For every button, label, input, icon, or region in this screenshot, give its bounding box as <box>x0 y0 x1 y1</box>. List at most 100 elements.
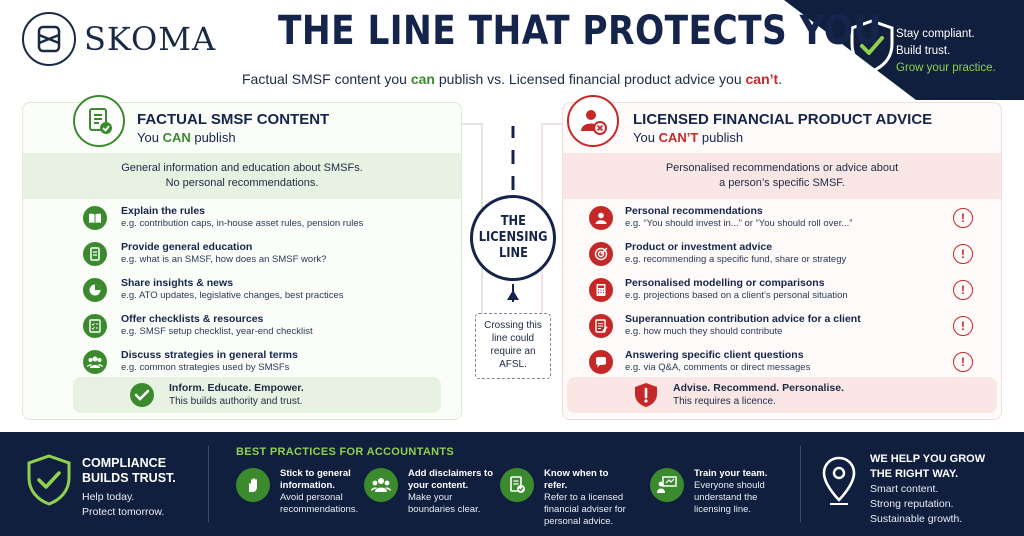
panel-subtitle-text: publish <box>190 130 236 145</box>
item-title: Explain the rules <box>121 205 206 217</box>
list-item: Share insights & news e.g. ATO updates, … <box>23 275 461 311</box>
desc-line: Protect tomorrow. <box>82 506 165 518</box>
alert-icon: ! <box>953 208 973 228</box>
list-item: Answering specific client questions e.g.… <box>563 347 1001 383</box>
intro-line: a person’s specific SMSF. <box>719 177 845 189</box>
intro-line: General information and education about … <box>121 162 363 174</box>
title-line: BUILDS TRUST. <box>82 471 176 485</box>
check-circle-icon <box>130 383 154 407</box>
desc-line: Sustainable growth. <box>870 513 963 525</box>
footer-title: Advise. Recommend. Personalise. <box>673 382 844 394</box>
chat-icon <box>589 350 613 374</box>
practice-text: Train your team.Everyone should understa… <box>694 468 780 516</box>
item-desc: e.g. ATO updates, legislative changes, b… <box>121 290 344 301</box>
item-desc: e.g. “You should invest in...” or “You s… <box>625 218 853 229</box>
checklist-icon <box>83 314 107 338</box>
list-item: Discuss strategies in general terms e.g.… <box>23 347 461 383</box>
panel-title: FACTUAL SMSF CONTENT <box>137 111 330 128</box>
item-desc: e.g. common strategies used by SMSFs <box>121 362 290 373</box>
tagline-line: Stay compliant. <box>896 28 975 40</box>
item-title: Share insights & news <box>121 277 234 289</box>
panel-subtitle: You CAN’T publish <box>633 130 743 145</box>
form-icon <box>589 314 613 338</box>
warning-shield-icon <box>635 383 657 407</box>
panel-subtitle-key: CAN’T <box>658 130 699 145</box>
subtitle-text: . <box>778 71 783 87</box>
footer-desc: This builds authority and trust. <box>169 396 303 407</box>
badge-text: LICENSING <box>478 230 548 245</box>
target-icon <box>589 242 613 266</box>
badge-text: THE <box>500 214 526 229</box>
brand-logo[interactable]: SKOMA <box>22 12 216 66</box>
item-desc: e.g. recommending a specific fund, share… <box>625 254 847 265</box>
practice-rest: Avoid personal recommendations. <box>280 492 359 515</box>
item-desc: e.g. what is an SMSF, how does an SMSF w… <box>121 254 327 265</box>
note-line: line could <box>491 333 535 344</box>
document-icon <box>83 242 107 266</box>
item-desc: e.g. how much they should contribute <box>625 326 783 337</box>
note-line: require an <box>490 346 536 357</box>
factual-content-panel: FACTUAL SMSF CONTENT You CAN publish Gen… <box>22 95 462 420</box>
title-line: WE HELP YOU GROW <box>870 453 986 465</box>
location-pin-icon <box>822 456 856 505</box>
alert-icon: ! <box>953 280 973 300</box>
page-subtitle: Factual SMSF content you can publish vs.… <box>242 71 782 87</box>
list-item: Product or investment advice e.g. recomm… <box>563 239 1001 275</box>
calculator-icon <box>589 278 613 302</box>
panel-subtitle: You CAN publish <box>137 130 236 145</box>
panel-subtitle-text: You <box>633 130 659 145</box>
compliance-title: COMPLIANCE BUILDS TRUST. <box>82 456 176 486</box>
item-title: Discuss strategies in general terms <box>121 349 298 361</box>
alert-icon: ! <box>953 316 973 336</box>
item-title: Personalised modelling or comparisons <box>625 277 825 289</box>
item-title: Superannuation contribution advice for a… <box>625 313 861 325</box>
practice-rest: Refer to a licensed financial adviser fo… <box>544 492 626 527</box>
practice-text: Know when to refer.Refer to a licensed f… <box>544 468 630 528</box>
item-desc: e.g. via Q&A, comments or direct message… <box>625 362 811 373</box>
shield-check-icon <box>850 19 894 73</box>
best-practices-title: BEST PRACTICES FOR ACCOUNTANTS <box>236 446 454 458</box>
note-line: Crossing this <box>484 320 542 331</box>
desc-line: Help today. <box>82 491 135 503</box>
logo-mark-icon <box>22 12 76 66</box>
item-title: Product or investment advice <box>625 241 773 253</box>
subtitle-text: Factual SMSF content you <box>242 71 411 87</box>
presentation-icon <box>650 468 684 502</box>
panel-footer: Advise. Recommend. Personalise. This req… <box>567 377 997 413</box>
item-title: Offer checklists & resources <box>121 313 264 325</box>
restricted-list: Personal recommendations e.g. “You shoul… <box>563 203 1001 383</box>
subtitle-cant: can’t <box>745 71 779 87</box>
practice-bold: Stick to general information. <box>280 468 351 491</box>
panel-intro: General information and education about … <box>23 153 461 199</box>
alert-icon: ! <box>953 244 973 264</box>
badge-text: LINE <box>498 246 528 261</box>
divider <box>800 446 801 522</box>
shield-check-icon <box>27 454 71 506</box>
title-line: COMPLIANCE <box>82 456 167 470</box>
hand-icon <box>236 468 270 502</box>
pie-chart-icon <box>83 278 107 302</box>
panel-intro: Personalised recommendations or advice a… <box>563 153 1001 199</box>
person-x-icon <box>567 95 619 147</box>
footer-desc: This requires a licence. <box>673 396 776 407</box>
desc-line: Strong reputation. <box>870 498 954 510</box>
footer-title: Inform. Educate. Empower. <box>169 382 304 394</box>
page-title: THE LINE THAT PROTECTS YOU <box>278 8 882 54</box>
intro-line: Personalised recommendations or advice a… <box>665 162 899 174</box>
divider <box>208 446 209 522</box>
bottom-band: COMPLIANCE BUILDS TRUST. Help today. Pro… <box>0 432 1024 536</box>
book-icon <box>83 206 107 230</box>
panel-title: LICENSED FINANCIAL PRODUCT ADVICE <box>633 111 933 128</box>
afsl-warning-note: Crossing this line could require an AFSL… <box>475 313 551 379</box>
practice-rest: Everyone should understand the licensing… <box>694 480 765 515</box>
document-check-icon <box>500 468 534 502</box>
person-icon <box>589 206 613 230</box>
practice-text: Add disclaimers to your content.Make you… <box>408 468 494 516</box>
note-line: AFSL. <box>499 359 527 370</box>
practice-text: Stick to general information.Avoid perso… <box>280 468 366 516</box>
practice-rest: Make your boundaries clear. <box>408 492 481 515</box>
desc-line: Smart content. <box>870 483 939 495</box>
panel-footer: Inform. Educate. Empower. This builds au… <box>73 377 441 413</box>
compliance-desc: Help today. Protect tomorrow. <box>82 490 164 520</box>
help-desc: Smart content. Strong reputation. Sustai… <box>870 482 962 527</box>
